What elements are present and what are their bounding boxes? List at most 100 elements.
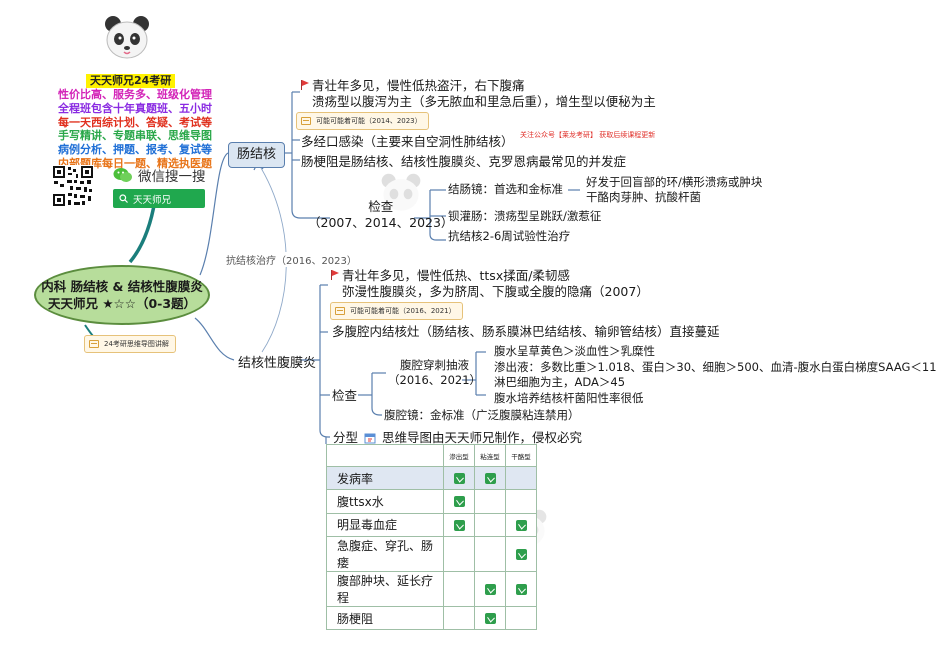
- b1-item-3[interactable]: 肠梗阻是肠结核、结核性腹膜炎、克罗恩病最常见的并发症: [301, 154, 627, 169]
- b2-puncture-label: 腹腔穿刺抽液: [400, 358, 470, 372]
- check-icon: [484, 613, 496, 625]
- b2-item-1[interactable]: 青壮年多见，慢性低热、ttsx揉面/柔韧感 弥漫性腹膜炎，多为脐周、下腹或全腹的…: [330, 268, 649, 300]
- promo-line: 手写精讲、专题串联、思维导图: [58, 129, 212, 143]
- table-cell: [505, 535, 537, 572]
- panda-watermark: [381, 173, 421, 211]
- check-icon: [515, 583, 527, 595]
- b1-item-2[interactable]: 多经口感染（主要来自空洞性肺结核）: [301, 134, 514, 149]
- b1-exam-years: （2007、2014、2023）: [308, 215, 454, 230]
- calendar-icon: [364, 433, 376, 444]
- branch-intestinal-tb[interactable]: 肠结核: [228, 142, 286, 168]
- table-cell: [474, 570, 506, 607]
- table-cell: [505, 489, 537, 514]
- table-cell: [474, 605, 506, 631]
- check-icon: [453, 519, 465, 531]
- b1-item-1-line1: 青壮年多见，慢性低热盗汗，右下腹痛: [312, 78, 525, 93]
- table-cell: [474, 489, 506, 514]
- cross-link-label[interactable]: 抗结核治疗（2016、2023）: [226, 252, 357, 267]
- table-cell: [505, 512, 537, 537]
- b2-typing-label: 分型: [333, 430, 359, 445]
- wechat-search-label: 微信搜一搜: [138, 169, 206, 185]
- typing-table: 渗出型 粘连型 干酪型 发病率 腹ttsx水 明显毒血症 急腹症、穿孔、肠瘘 腹…: [326, 444, 537, 631]
- branch-tb-peritonitis[interactable]: 结核性腹膜炎: [238, 356, 317, 371]
- check-icon: [484, 473, 496, 485]
- b1-colonoscopy[interactable]: 结肠镜：首选和金标准: [448, 182, 563, 196]
- b2-puncture-years: （2016、2021）: [388, 373, 482, 387]
- flag-icon: [330, 270, 339, 280]
- b1-colonoscopy-detail-1: 好发于回盲部的环/横形溃疡或肿块: [586, 175, 763, 189]
- table-cell: [443, 570, 475, 607]
- note-icon: [301, 117, 311, 125]
- b2-item-1-note-text: 可能可能着可能（2016、2021）: [350, 307, 456, 315]
- table-cell: [474, 535, 506, 572]
- central-topic[interactable]: 内科 肠结核 & 结核性腹膜炎 天天师兄 ★☆☆（0-3题）: [34, 265, 210, 325]
- promo-block: 天天师兄24考研 性价比高、服务多、班级化管理 全程班包含十年真题班、五小时 每…: [58, 69, 212, 171]
- table-row-label: 发病率: [326, 465, 444, 491]
- table-cell: [474, 512, 506, 537]
- promo-line: 每一天西综计划、答疑、考试等: [58, 115, 212, 129]
- b1-item-1-note-text: 可能可能着可能（2014、2023）: [316, 117, 422, 125]
- table-col-header: 粘连型: [474, 444, 506, 467]
- b2-typing-caption: 思维导图由天天师兄制作，侵权必究: [382, 430, 583, 445]
- table-cell: [443, 489, 475, 514]
- table-cell: [443, 512, 475, 537]
- check-icon: [453, 473, 465, 485]
- b2-typing[interactable]: 分型 思维导图由天天师兄制作，侵权必究: [333, 430, 582, 446]
- b2-item-1-line1: 青壮年多见，慢性低热、ttsx揉面/柔韧感: [342, 268, 570, 283]
- b2-item-1-note: 可能可能着可能（2016、2021）: [330, 302, 463, 320]
- wechat-search-row: 微信搜一搜: [113, 165, 206, 185]
- table-cell: [443, 535, 475, 572]
- central-note-text: 24考研思维导图讲解: [104, 340, 169, 348]
- table-cell: [443, 605, 475, 631]
- b1-exam-label: 检查: [368, 199, 394, 214]
- promo-line: 病例分析、押题、报考、复试等: [58, 143, 212, 157]
- promo-line: 性价比高、服务多、班级化管理: [58, 88, 212, 101]
- b2-fluid-3: 淋巴细胞为主，ADA＞45: [494, 375, 626, 389]
- qr-code[interactable]: [52, 165, 94, 207]
- search-box[interactable]: 天天师兄: [113, 189, 205, 208]
- b1-exam[interactable]: 检查 （2007、2014、2023）: [308, 199, 453, 231]
- check-icon: [484, 583, 496, 595]
- promo-line: 全程班包含十年真题班、五小时: [58, 101, 212, 115]
- table-corner: [326, 444, 444, 467]
- flag-icon: [300, 80, 309, 90]
- b1-colonoscopy-detail[interactable]: 好发于回盲部的环/横形溃疡或肿块 干酪肉芽肿、抗酸杆菌: [586, 175, 762, 205]
- red-notice: 关注公众号【莱龙考研】 获取后续课程更新: [520, 131, 656, 139]
- table-cell: [505, 465, 537, 491]
- central-subtitle: 天天师兄 ★☆☆（0-3题）: [47, 296, 197, 311]
- table-cell: [505, 605, 537, 631]
- b1-trial-treatment[interactable]: 抗结核2-6周试验性治疗: [448, 229, 571, 243]
- check-icon: [453, 496, 465, 508]
- b2-puncture[interactable]: 腹腔穿刺抽液 （2016、2021）: [388, 358, 481, 388]
- b1-item-1-line2: 溃疡型以腹泻为主（多无脓血和里急后重），增生型以便秘为主: [312, 94, 656, 109]
- b2-laparoscopy[interactable]: 腹腔镜：金标准（广泛腹膜粘连禁用）: [384, 408, 580, 422]
- search-text: 天天师兄: [133, 194, 172, 206]
- table-cell: [474, 465, 506, 491]
- check-icon: [515, 519, 527, 531]
- b1-barium[interactable]: 钡灌肠：溃疡型呈跳跃/激惹征: [448, 209, 602, 223]
- panda-avatar: [105, 16, 149, 59]
- table-row-label: 肠梗阻: [326, 605, 444, 631]
- table-row-label: 急腹症、穿孔、肠瘘: [326, 535, 444, 572]
- table-cell: [443, 465, 475, 491]
- wechat-icon: [113, 168, 132, 182]
- table-row-label: 腹部肿块、延长疗程: [326, 570, 444, 607]
- b1-item-1-note: 可能可能着可能（2014、2023）: [296, 112, 429, 130]
- table-row-label: 腹ttsx水: [326, 489, 444, 514]
- b2-fluid-2: 渗出液：多数比重＞1.018、蛋白＞30、细胞＞500、血清-腹水白蛋白梯度SA…: [494, 359, 937, 374]
- b2-exam-label[interactable]: 检查: [332, 388, 358, 403]
- b2-item-2[interactable]: 多腹腔内结核灶（肠结核、肠系膜淋巴结结核、输卵管结核）直接蔓延: [332, 324, 720, 339]
- b2-fluid-1: 腹水呈草黄色＞淡血性＞乳糜性: [494, 344, 655, 358]
- central-note: 24考研思维导图讲解: [84, 335, 176, 353]
- b2-fluid-4: 腹水培养结核杆菌阳性率很低: [494, 390, 644, 405]
- b2-fluid-findings[interactable]: 腹水呈草黄色＞淡血性＞乳糜性 渗出液：多数比重＞1.018、蛋白＞30、细胞＞5…: [494, 344, 937, 406]
- table-col-header: 干酪型: [505, 444, 537, 467]
- table-col-header: 渗出型: [443, 444, 475, 467]
- table-row-label: 明显毒血症: [326, 512, 444, 537]
- b1-item-1[interactable]: 青壮年多见，慢性低热盗汗，右下腹痛 溃疡型以腹泻为主（多无脓血和里急后重），增生…: [300, 78, 656, 110]
- note-icon: [335, 307, 345, 315]
- b1-colonoscopy-detail-2: 干酪肉芽肿、抗酸杆菌: [586, 190, 701, 204]
- check-icon: [515, 548, 527, 560]
- table-cell: [505, 570, 537, 607]
- promo-line: 内部题库每日一题、精选执医题: [58, 156, 212, 170]
